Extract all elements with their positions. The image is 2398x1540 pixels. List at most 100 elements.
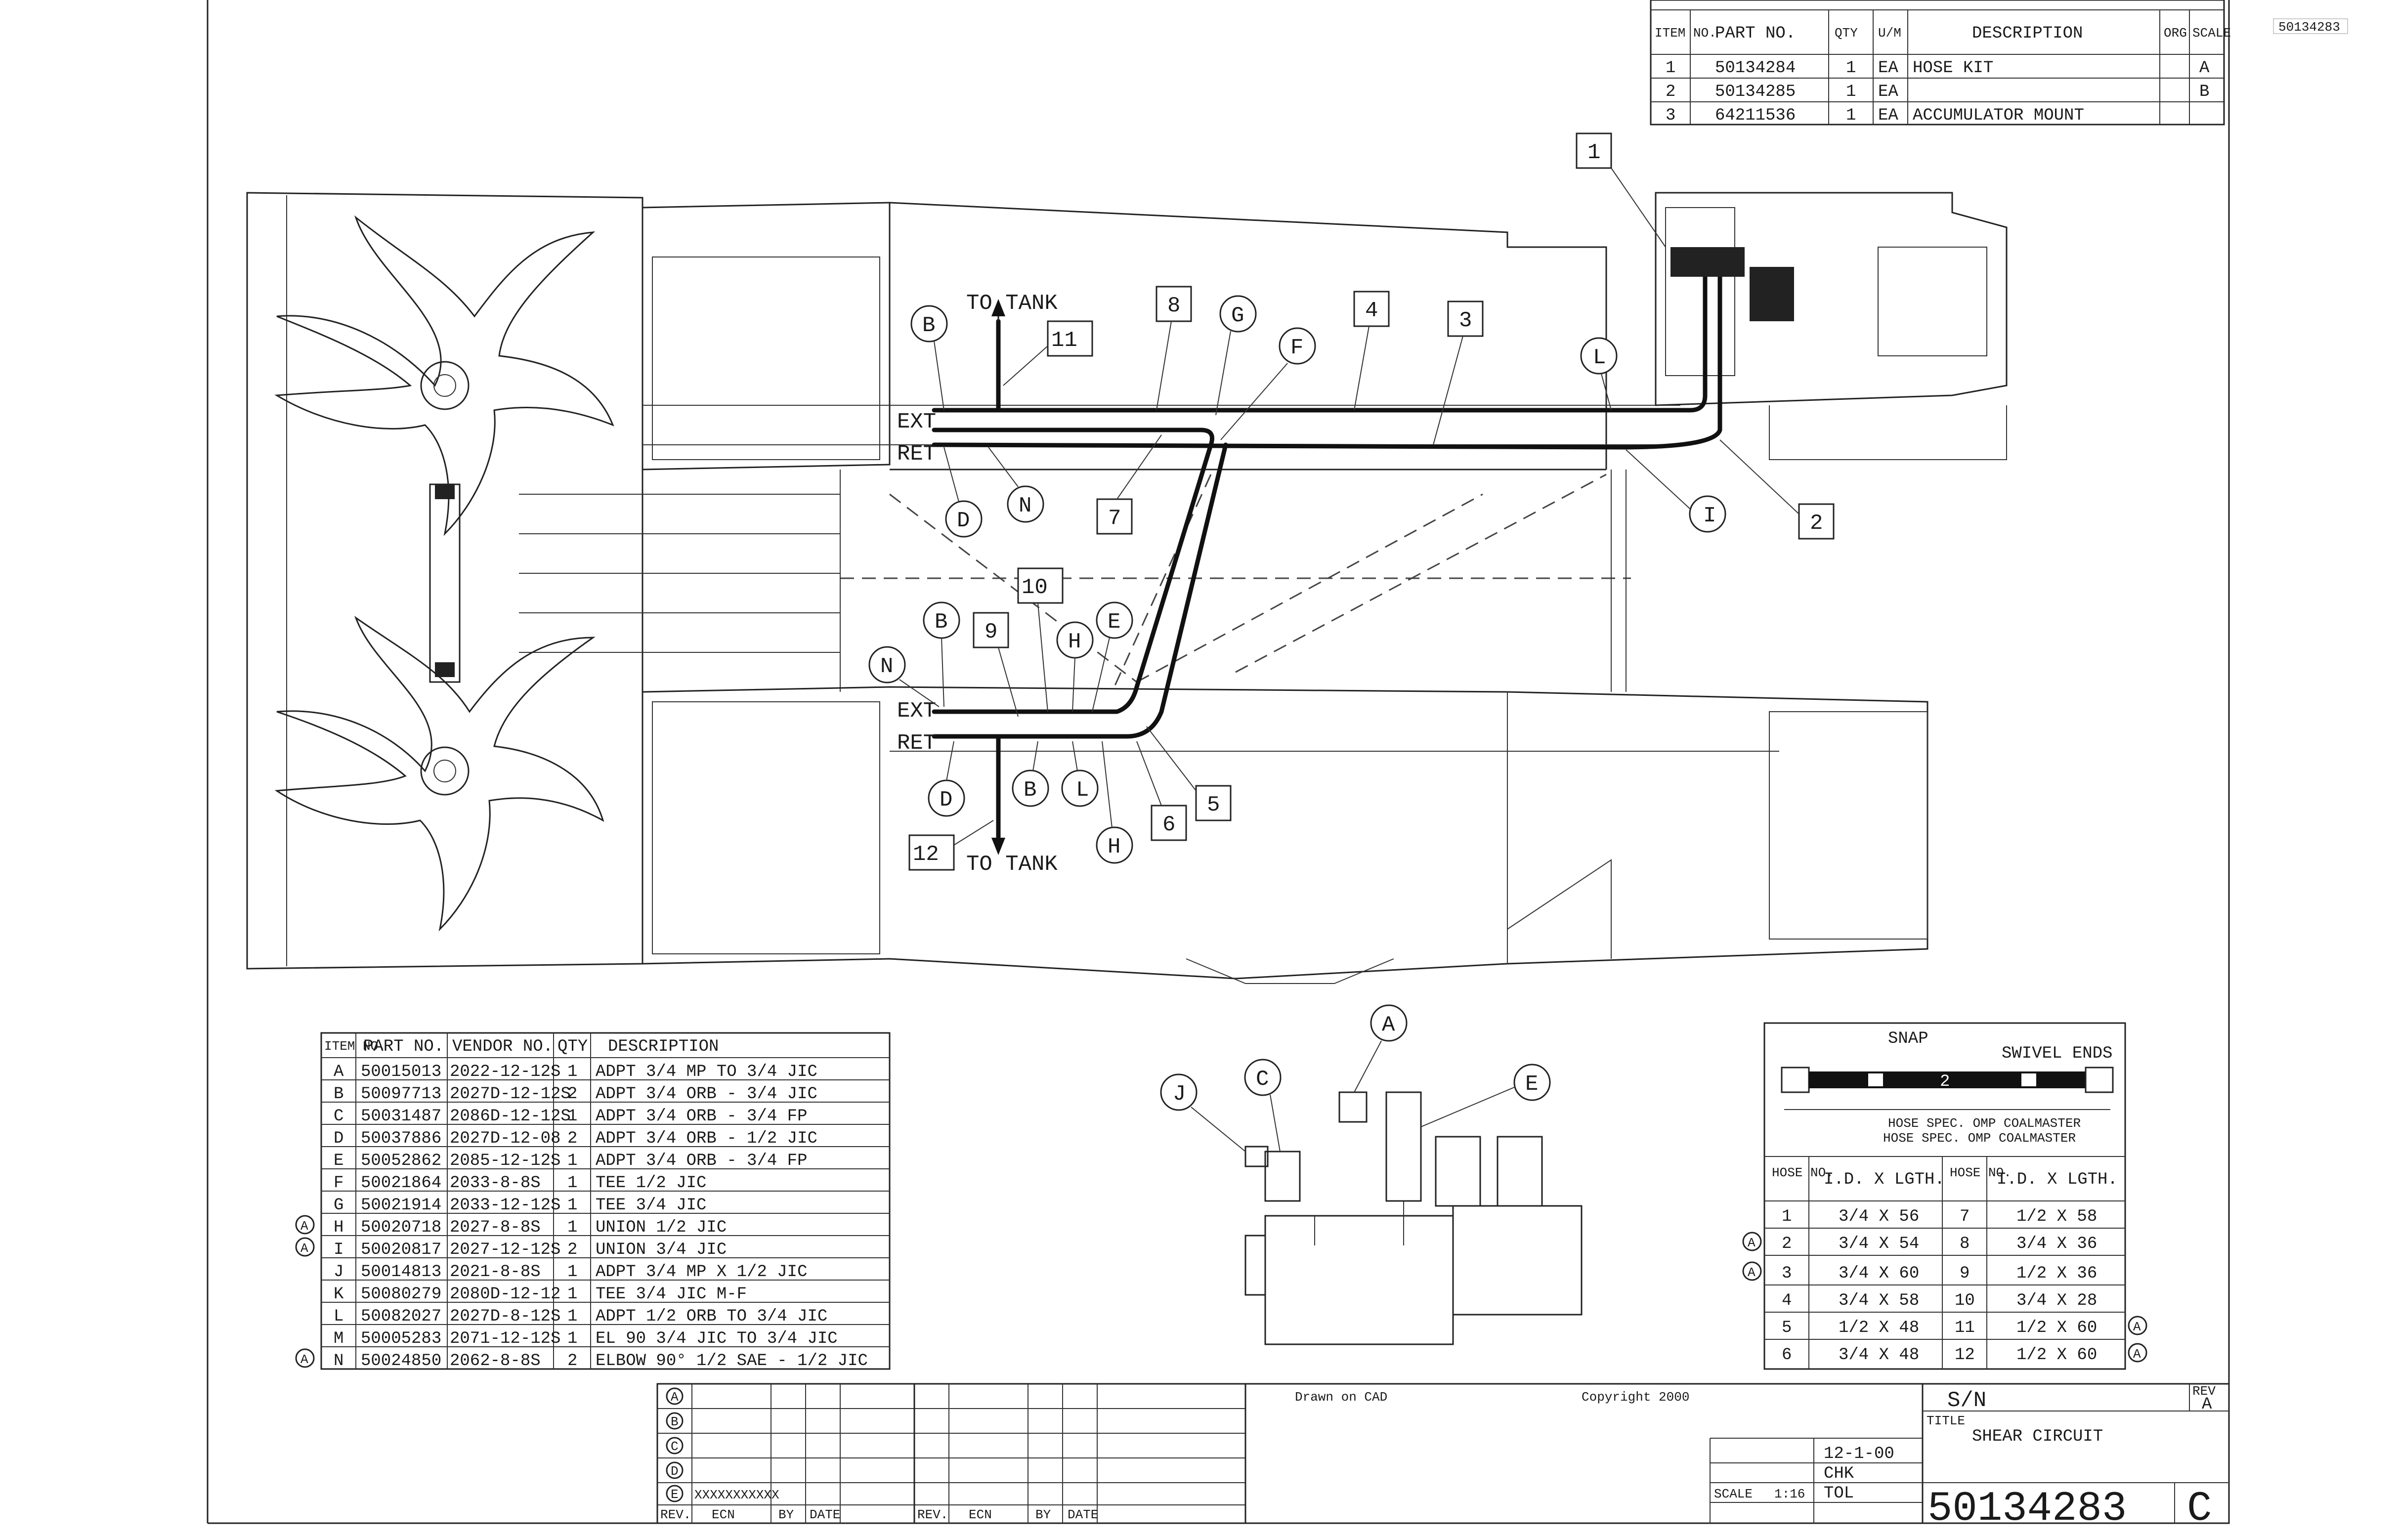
bom-top-item: 1: [1666, 59, 1675, 78]
svg-text:ELBOW 90° 1/2 SAE - 1/2 JIC: ELBOW 90° 1/2 SAE - 1/2 JIC: [596, 1352, 868, 1370]
svg-text:DATE: DATE: [810, 1507, 840, 1522]
drawing-size: C: [2187, 1486, 2212, 1533]
detail-callout-a: A: [1354, 1004, 1408, 1093]
svg-text:2027D-12-12S: 2027D-12-12S: [450, 1085, 571, 1104]
fittings-header-qty: QTY: [557, 1037, 588, 1056]
svg-text:ADPT 3/4 ORB - 3/4 FP: ADPT 3/4 ORB - 3/4 FP: [596, 1152, 807, 1170]
hose-table: SNAP SWIVEL ENDS 2 HOSE SPEC. OMP COALMA…: [1742, 1022, 2147, 1370]
svg-text:E: E: [1108, 610, 1120, 635]
ret-label-top: RET: [897, 442, 936, 467]
svg-text:2027-8-8S: 2027-8-8S: [450, 1218, 541, 1237]
hose-callout-5: 5: [1146, 726, 1232, 821]
svg-text:EL 90 3/4 JIC TO 3/4 JIC: EL 90 3/4 JIC TO 3/4 JIC: [596, 1329, 838, 1348]
svg-text:3/4 X 60: 3/4 X 60: [1839, 1264, 1919, 1283]
bom-top-table: ITEM NO. PART NO. QTY U/M DESCRIPTION OR…: [1650, 0, 2231, 126]
svg-text:2: 2: [1810, 511, 1823, 536]
svg-text:D: D: [940, 788, 952, 813]
svg-text:4: 4: [1782, 1291, 1792, 1310]
svg-text:3/4 X 36: 3/4 X 36: [2016, 1235, 2097, 1253]
svg-text:2022-12-12S: 2022-12-12S: [450, 1063, 560, 1081]
copyright: Copyright 2000: [1582, 1390, 1689, 1405]
serial-number-label: S/N: [1947, 1388, 1986, 1413]
svg-text:TEE 3/4 JIC M-F: TEE 3/4 JIC M-F: [596, 1285, 747, 1304]
svg-text:B: B: [334, 1085, 343, 1104]
ext-label-bottom: EXT: [897, 699, 936, 724]
drawing-date: 12-1-00: [1824, 1445, 1894, 1463]
bom-top-um: EA: [1878, 106, 1898, 125]
scale-label: SCALE: [1714, 1487, 1753, 1501]
svg-text:TEE 1/2 JIC: TEE 1/2 JIC: [596, 1174, 706, 1193]
svg-text:50031487: 50031487: [361, 1107, 441, 1126]
svg-text:2027D-8-12S: 2027D-8-12S: [450, 1307, 560, 1326]
fittings-header-part: PART NO.: [363, 1037, 444, 1056]
svg-text:9: 9: [985, 620, 997, 644]
svg-text:3/4 X 58: 3/4 X 58: [1839, 1291, 1919, 1310]
svg-text:N: N: [880, 654, 893, 679]
svg-text:50015013: 50015013: [361, 1063, 441, 1081]
scale-value: 1:16: [1774, 1487, 1805, 1501]
fitting-callout: F: [1220, 327, 1316, 440]
svg-text:C: C: [1256, 1067, 1269, 1092]
svg-text:J: J: [334, 1263, 343, 1282]
svg-text:M: M: [334, 1329, 343, 1348]
shear-cylinder: [429, 483, 461, 683]
fitting-callout: H: [1096, 741, 1133, 864]
svg-text:50037886: 50037886: [361, 1129, 441, 1148]
drawing-number: 50134283: [1927, 1486, 2127, 1533]
svg-text:2085-12-12S: 2085-12-12S: [450, 1152, 560, 1170]
svg-text:6: 6: [1782, 1346, 1792, 1365]
svg-text:12: 12: [1955, 1346, 1975, 1365]
hose-callout-2: 2: [1719, 439, 1835, 540]
bom-top-col: A: [2199, 59, 2210, 78]
svg-text:G: G: [1231, 303, 1244, 328]
machine-outline: [246, 192, 2008, 984]
svg-text:C: C: [671, 1439, 679, 1454]
svg-text:TEE 3/4 JIC: TEE 3/4 JIC: [596, 1196, 706, 1215]
detail-callout-c: C: [1244, 1059, 1282, 1152]
svg-text:10: 10: [1955, 1291, 1975, 1310]
svg-text:H: H: [1068, 630, 1081, 654]
hose-callout-3: 3: [1433, 300, 1484, 445]
fitting-callout: L: [1061, 741, 1099, 807]
svg-text:11: 11: [1955, 1319, 1975, 1337]
fittings-header-vendor: VENDOR NO.: [452, 1037, 553, 1056]
bom-top-row: 1 50134284 1 EA HOSE KIT A: [1666, 59, 2210, 78]
svg-text:UNION 1/2 JIC: UNION 1/2 JIC: [596, 1218, 727, 1237]
svg-text:3/4 X 48: 3/4 X 48: [1839, 1346, 1919, 1365]
svg-text:2086D-12-12S: 2086D-12-12S: [450, 1107, 571, 1126]
svg-text:2080D-12-12: 2080D-12-12: [450, 1285, 560, 1304]
svg-text:H: H: [334, 1218, 343, 1237]
svg-text:2033-8-8S: 2033-8-8S: [450, 1174, 541, 1193]
bom-top-um: EA: [1878, 83, 1898, 101]
svg-text:3/4 X 54: 3/4 X 54: [1839, 1235, 1919, 1253]
hose-header-no-left: HOSE NO.: [1772, 1165, 1834, 1180]
revision-row-markers: A B C D E XXXXXXXXXXX: [666, 1387, 779, 1502]
svg-text:50052862: 50052862: [361, 1152, 441, 1170]
hose-callout-8: 8: [1156, 286, 1192, 411]
svg-text:E: E: [671, 1487, 679, 1502]
title-label: TITLE: [1927, 1413, 1965, 1428]
svg-text:DATE: DATE: [1068, 1507, 1098, 1522]
svg-text:2033-12-12S: 2033-12-12S: [450, 1196, 560, 1215]
fitting-callout: D: [928, 741, 965, 817]
svg-text:1: 1: [567, 1263, 577, 1282]
svg-text:2027-12-12S: 2027-12-12S: [450, 1241, 560, 1259]
hose-spec-line-2: HOSE SPEC. OMP COALMASTER: [1883, 1131, 2076, 1146]
svg-text:8: 8: [1960, 1235, 1970, 1253]
rev-marker: A: [300, 1352, 308, 1367]
svg-text:1/2 X 58: 1/2 X 58: [2016, 1207, 2097, 1226]
rev-marker: A: [2133, 1320, 2141, 1334]
svg-text:9: 9: [1960, 1264, 1970, 1283]
bom-top-header-org: ORG: [2164, 26, 2187, 41]
svg-text:2: 2: [567, 1352, 577, 1370]
svg-text:2: 2: [567, 1129, 577, 1148]
hose-table-hose-label: 2: [1940, 1072, 1950, 1091]
fitting-callout: E: [1092, 601, 1133, 712]
rev-value: A: [2202, 1395, 2212, 1414]
svg-text:50021914: 50021914: [361, 1196, 441, 1215]
